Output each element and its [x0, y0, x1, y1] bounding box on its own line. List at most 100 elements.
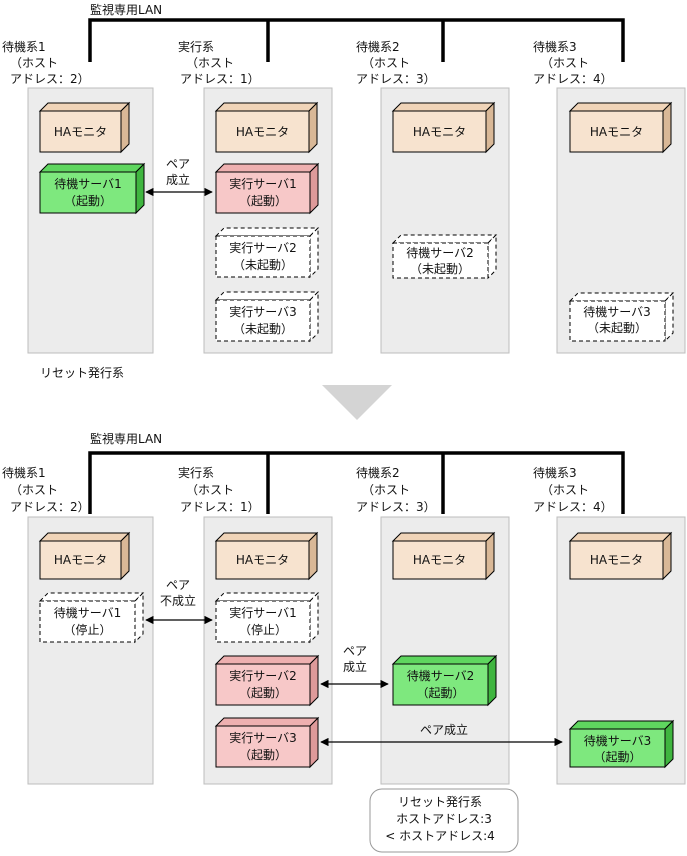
- active-server1-bottom-state: （停止）: [239, 622, 287, 637]
- svg-text:（起動）: （起動）: [239, 748, 287, 762]
- svg-text:アドレス：3）: アドレス：3）: [356, 500, 436, 514]
- lan-line-top: [88, 18, 625, 62]
- svg-text:ペア: ペア: [166, 157, 190, 171]
- ha-monitor-standby2-top: HAモニタ: [391, 101, 496, 154]
- pair-not-formed-bottom: ペア 不成立: [160, 578, 196, 608]
- svg-text:待機系3: 待機系3: [533, 39, 577, 54]
- svg-text:アドレス：1）: アドレス：1）: [180, 72, 260, 86]
- active-server1-bottom: [214, 591, 320, 644]
- svg-text:HAモニタ: HAモニタ: [54, 553, 107, 567]
- svg-text:実行系: 実行系: [178, 465, 214, 480]
- svg-text:（起動）: （起動）: [416, 686, 464, 700]
- standby-server3-top-label: 待機サーバ3: [583, 304, 651, 319]
- svg-text:アドレス：2）: アドレス：2）: [10, 500, 90, 514]
- svg-text:待機系2: 待機系2: [356, 465, 400, 480]
- pair-formed-active2-standby2: ペア 成立: [343, 644, 367, 674]
- svg-text:HAモニタ: HAモニタ: [413, 125, 466, 139]
- svg-text:アドレス：3）: アドレス：3）: [356, 72, 436, 86]
- svg-text:HAモニタ: HAモニタ: [236, 125, 289, 139]
- svg-text:（ホスト: （ホスト: [10, 483, 58, 497]
- svg-text:ペア: ペア: [343, 644, 367, 658]
- svg-text:ホストアドレス:3: ホストアドレス:3: [396, 812, 492, 826]
- svg-text:不成立: 不成立: [160, 593, 196, 608]
- svg-text:リセット発行系: リセット発行系: [398, 795, 482, 809]
- svg-text:アドレス：4）: アドレス：4）: [533, 500, 613, 514]
- active-server3-top-state: （未起動）: [233, 322, 293, 336]
- ha-monitor-standby2-bottom: HAモニタ: [391, 531, 496, 581]
- svg-text:HAモニタ: HAモニタ: [54, 125, 107, 139]
- standby-server3-bottom: 待機サーバ3 （起動）: [568, 719, 675, 769]
- ha-monitor-standby3-bottom: HAモニタ: [568, 531, 673, 581]
- svg-text:実行サーバ2: 実行サーバ2: [229, 668, 297, 683]
- ha-monitor-standby1-bottom: HAモニタ: [38, 531, 131, 581]
- svg-text:アドレス：4）: アドレス：4）: [533, 72, 613, 86]
- standby-server3-top: [568, 291, 675, 343]
- host-label-active-bottom: 実行系 （ホスト アドレス：1）: [178, 465, 260, 514]
- host-label-standby2-bottom: 待機系2 （ホスト アドレス：3）: [356, 465, 436, 514]
- standby-server2-bottom: 待機サーバ2 （起動）: [391, 654, 498, 707]
- standby-server2-top-label: 待機サーバ2: [406, 245, 474, 260]
- svg-text:待機サーバ2: 待機サーバ2: [407, 668, 475, 683]
- active-server3-bottom: 実行サーバ3 （起動）: [214, 716, 320, 769]
- svg-text:ペア: ペア: [166, 578, 190, 592]
- lan-label-bottom: 監視専用LAN: [90, 431, 162, 446]
- lan-label-top: 監視専用LAN: [90, 2, 162, 17]
- svg-text:（ホスト: （ホスト: [186, 56, 234, 70]
- svg-text:（起動）: （起動）: [593, 750, 641, 764]
- host-label-active-top: 実行系 （ホスト アドレス：1）: [178, 39, 260, 86]
- standby-server3-top-state: （未起動）: [587, 321, 647, 335]
- svg-text:実行系: 実行系: [178, 39, 214, 54]
- ha-monitor-active-top: HAモニタ: [214, 101, 319, 154]
- bottom-diagram: 監視専用LAN 待機系1 （ホスト アドレス：2） 実行系 （ホスト アドレス：…: [2, 431, 686, 853]
- pair-formed-top: ペア 成立: [166, 157, 190, 187]
- svg-text:（起動）: （起動）: [64, 194, 112, 208]
- svg-text:HAモニタ: HAモニタ: [590, 553, 643, 567]
- host-label-standby1-bottom: 待機系1 （ホスト アドレス：2）: [2, 465, 90, 514]
- active-server2-top-label: 実行サーバ2: [229, 240, 297, 255]
- svg-text:待機系3: 待機系3: [533, 465, 577, 480]
- svg-text:実行サーバ3: 実行サーバ3: [229, 730, 297, 745]
- reset-note-box: リセット発行系 ホストアドレス:3 < ホストアドレス:4: [369, 788, 519, 853]
- svg-text:（ホスト: （ホスト: [541, 56, 589, 70]
- pair-formed-active3-standby3: ペア成立: [420, 722, 468, 737]
- active-server2-top-state: （未起動）: [233, 258, 293, 272]
- transition-arrow: [322, 385, 392, 420]
- active-server1-bottom-label: 実行サーバ1: [229, 605, 297, 620]
- svg-text:< ホストアドレス:4: < ホストアドレス:4: [385, 829, 495, 843]
- standby-server2-top-state: （未起動）: [410, 262, 470, 276]
- standby-server1-top: 待機サーバ1 （起動）: [38, 162, 146, 215]
- ha-monitor-active-bottom: HAモニタ: [214, 531, 319, 581]
- svg-text:HAモニタ: HAモニタ: [590, 125, 643, 139]
- svg-text:（ホスト: （ホスト: [362, 483, 410, 497]
- svg-text:待機サーバ3: 待機サーバ3: [584, 733, 652, 748]
- standby-server2-top: [391, 233, 498, 280]
- svg-text:HAモニタ: HAモニタ: [413, 553, 466, 567]
- svg-text:待機系2: 待機系2: [356, 39, 400, 54]
- ha-monitor-standby3-top: HAモニタ: [568, 101, 673, 154]
- standby-server1-bottom-state: （停止）: [63, 622, 111, 637]
- svg-text:（ホスト: （ホスト: [541, 483, 589, 497]
- svg-text:（ホスト: （ホスト: [362, 56, 410, 70]
- svg-text:（起動）: （起動）: [239, 686, 287, 700]
- active-server2-top: [214, 226, 320, 279]
- svg-text:待機系1: 待機系1: [2, 39, 46, 54]
- svg-text:アドレス：2）: アドレス：2）: [10, 72, 90, 86]
- svg-text:アドレス：1）: アドレス：1）: [180, 500, 260, 514]
- svg-text:（ホスト: （ホスト: [186, 483, 234, 497]
- svg-text:HAモニタ: HAモニタ: [236, 553, 289, 567]
- standby-server1-bottom-label: 待機サーバ1: [54, 605, 122, 620]
- reset-issuer-label: リセット発行系: [40, 366, 124, 380]
- svg-text:実行サーバ1: 実行サーバ1: [229, 176, 297, 191]
- host-label-standby3-top: 待機系3 （ホスト アドレス：4）: [533, 39, 613, 86]
- standby-server1-bottom: [38, 591, 145, 644]
- svg-text:（ホスト: （ホスト: [10, 56, 58, 70]
- host-label-standby1-top: 待機系1 （ホスト アドレス：2）: [2, 39, 90, 86]
- host-label-standby2-top: 待機系2 （ホスト アドレス：3）: [356, 39, 436, 86]
- host-label-standby3-bottom: 待機系3 （ホスト アドレス：4）: [533, 465, 613, 514]
- lan-line-bottom: [88, 451, 625, 514]
- active-server3-top-label: 実行サーバ3: [229, 304, 297, 319]
- top-diagram: 監視専用LAN 待機系1 （ホスト アドレス：2） 実行系 （ホスト アドレス：…: [2, 2, 686, 380]
- svg-text:待機サーバ1: 待機サーバ1: [54, 176, 122, 191]
